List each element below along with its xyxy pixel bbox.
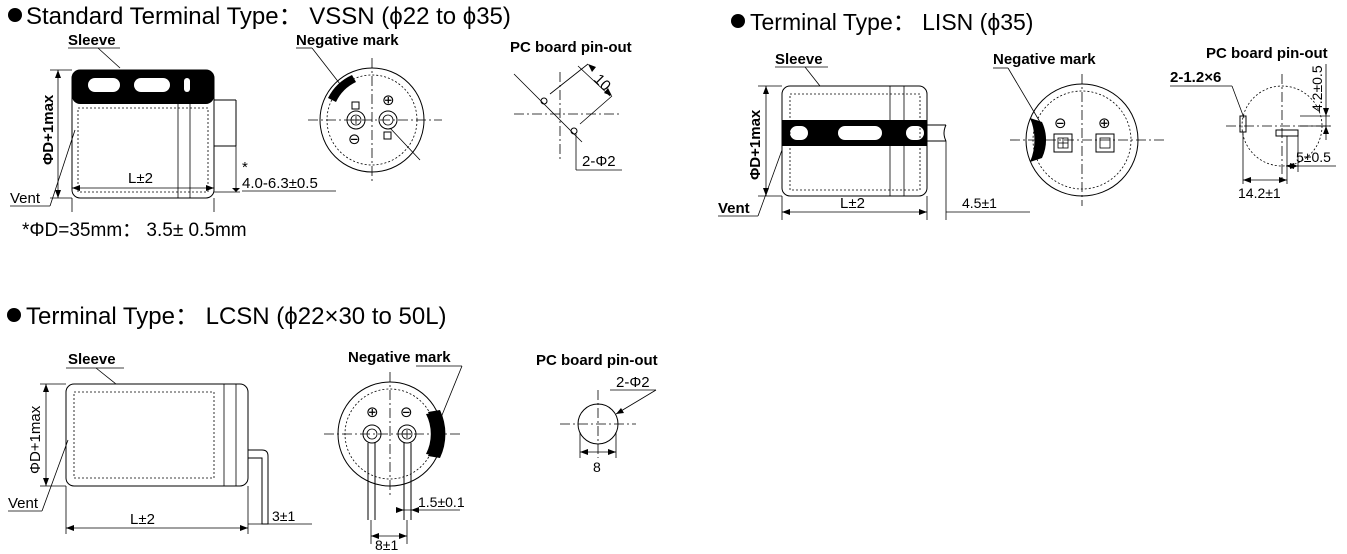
lisn-section: Terminal Type： LISN (ϕ35) Sleeve ΦD+1max [718, 9, 1336, 220]
lcsn-plus-mark: ⊕ [366, 404, 379, 421]
bullet-icon [7, 308, 21, 322]
lcsn-pc-board-label: PC board pin-out [536, 352, 658, 369]
vssn-holes: 2-Φ2 [582, 153, 616, 170]
vssn-negative-mark-label: Negative mark [296, 32, 399, 49]
vssn-pc-board: PC board pin-out 10 2-Φ2 [510, 39, 632, 171]
vssn-length-label: L±2 [128, 170, 153, 187]
vssn-vent-label: Vent [10, 190, 41, 207]
vssn-section: Standard Terminal Type： VSSN (ϕ22 to ϕ35… [8, 3, 632, 241]
vssn-star: * [242, 159, 248, 176]
vssn-sleeve-label: Sleeve [68, 32, 116, 49]
lcsn-length-label: L±2 [130, 511, 155, 528]
lcsn-pin-dia: 1.5±0.1 [418, 494, 465, 510]
lcsn-end-view: Negative mark ⊕ ⊖ 1.5±0.1 [324, 349, 465, 553]
lcsn-hole-pitch: 8 [593, 459, 601, 475]
lcsn-vent-label: Vent [8, 495, 39, 512]
lisn-lead-length: 4.5±1 [962, 195, 997, 211]
lcsn-sleeve-label: Sleeve [68, 351, 116, 368]
lisn-vent-label: Vent [718, 200, 750, 217]
lcsn-diameter-label: ΦD+1max [27, 405, 44, 474]
lcsn-minus-mark: ⊖ [400, 404, 413, 421]
lisn-sleeve-label: Sleeve [775, 51, 823, 68]
lisn-dim-4-2: 4.2±0.5 [1309, 65, 1325, 112]
lisn-slots: 2-1.2×6 [1170, 69, 1221, 86]
vssn-end-view: Negative mark ⊕ ⊖ [296, 32, 442, 184]
lcsn-title: Terminal Type： LCSN (ϕ22×30 to 50L) [26, 303, 447, 330]
lisn-negative-mark-label: Negative mark [993, 51, 1096, 68]
vssn-plus-mark: ⊕ [382, 92, 395, 109]
lcsn-negative-mark-label: Negative mark [348, 349, 451, 366]
vssn-footnote: *ΦD=35mm： 3.5± 0.5mm [22, 220, 247, 241]
lisn-minus-mark: ⊖ [1054, 115, 1067, 132]
lisn-diameter-label: ΦD+1max [747, 109, 764, 180]
bullet-icon [8, 8, 22, 22]
lisn-length-label: L±2 [840, 195, 865, 212]
vssn-pc-board-label: PC board pin-out [510, 39, 632, 56]
lcsn-pitch: 8±1 [375, 537, 398, 553]
lisn-end-view: Negative mark ⊖ ⊕ [993, 51, 1164, 206]
vssn-pitch: 10 [590, 71, 614, 95]
bullet-icon [731, 14, 745, 28]
vssn-minus-mark: ⊖ [348, 131, 361, 148]
lisn-plus-mark: ⊕ [1098, 115, 1111, 132]
vssn-lead-length: 4.0-6.3±0.5 [242, 175, 318, 192]
lisn-pc-board-label: PC board pin-out [1206, 45, 1328, 62]
lcsn-lead-length: 3±1 [272, 508, 295, 524]
lisn-dim-14-2: 14.2±1 [1238, 185, 1281, 201]
vssn-title: Standard Terminal Type： VSSN (ϕ22 to ϕ35… [26, 3, 511, 30]
lisn-dim-5: 5±0.5 [1296, 149, 1331, 165]
vssn-side-view: Sleeve ΦD+1max L±2 Ve [10, 32, 336, 212]
lisn-title: Terminal Type： LISN (ϕ35) [750, 9, 1033, 35]
vssn-diameter-label: ΦD+1max [40, 94, 57, 165]
lisn-side-view: Sleeve ΦD+1max [718, 51, 1030, 220]
lcsn-side-view: Sleeve ΦD+1max Vent L±2 3±1 [8, 351, 312, 534]
lcsn-holes: 2-Φ2 [616, 374, 650, 391]
lisn-pc-board: PC board pin-out 2-1.2×6 4.2±0.5 5±0.5 [1170, 45, 1336, 201]
lcsn-section: Terminal Type： LCSN (ϕ22×30 to 50L) Slee… [7, 303, 658, 553]
lcsn-pc-board: PC board pin-out 2-Φ2 8 [536, 352, 658, 475]
